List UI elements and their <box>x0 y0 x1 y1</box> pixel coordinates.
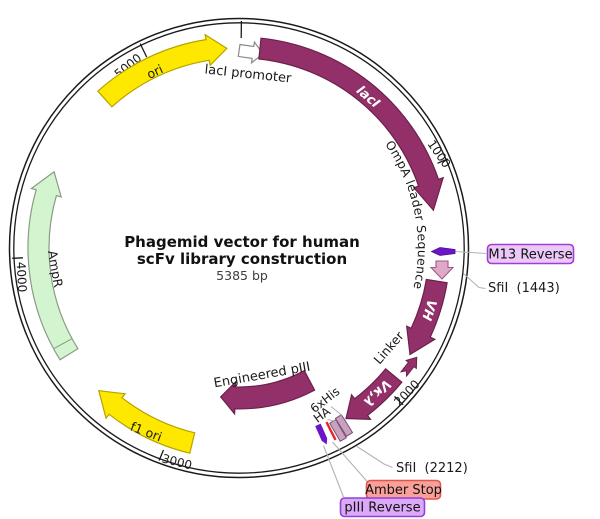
callout-box-piii-reverse[interactable] <box>339 497 426 518</box>
feature-arrow-ampr[interactable] <box>27 170 79 361</box>
feature-label-linker: Linker <box>371 328 408 367</box>
callout-leader-lines <box>322 250 487 498</box>
feature-label-ampr: AmpR <box>45 249 66 289</box>
tick-3000 <box>158 449 165 461</box>
callout-label-piii-reverse[interactable]: pIII Reverse <box>344 501 420 516</box>
backbone-outer-circle <box>8 17 470 479</box>
leader-sfi1443 <box>463 273 486 290</box>
map-title-line1: Phagemid vector for human <box>124 233 360 251</box>
feature-arrow-laci-promoter[interactable] <box>237 40 265 65</box>
feature-arrow-vkl[interactable] <box>345 368 403 421</box>
leader-ha <box>327 418 337 423</box>
leader-piii-reverse <box>322 445 345 498</box>
tick-2000 <box>394 396 404 406</box>
feature-arrow-linker[interactable] <box>399 353 422 378</box>
feature-arrow-ompa-leader[interactable] <box>429 260 455 280</box>
tick-5000 <box>139 43 148 58</box>
tick-marks <box>12 20 449 461</box>
tick-label-4000: 4000 <box>14 261 30 292</box>
leader-amber-stop <box>332 441 369 484</box>
tick-1000 <box>437 158 449 164</box>
feature-line-amber-stop[interactable] <box>325 421 337 441</box>
leader-6xhis <box>330 406 343 416</box>
tick-4000 <box>12 257 24 259</box>
feature-arrow-ori[interactable] <box>96 33 228 108</box>
m13-reverse-primer-arrow-icon[interactable] <box>430 247 456 256</box>
site-label-sfi1443[interactable]: SfiI (1443) <box>488 281 560 296</box>
feature-arrow-engineered-piii[interactable] <box>219 369 316 416</box>
feature-arrow-laci[interactable] <box>258 37 445 212</box>
feature-box-6xhis[interactable] <box>334 414 354 437</box>
callout-box-m13-reverse[interactable] <box>486 243 575 265</box>
piii-reverse-primer-arrow-icon[interactable] <box>315 423 329 446</box>
leader-sfi2212 <box>356 446 393 469</box>
callout-label-m13-reverse[interactable]: M13 Reverse <box>488 248 572 263</box>
feature-arrow-vh[interactable] <box>405 278 448 356</box>
feature-label-laci-promoter: lacI promoter <box>204 62 293 86</box>
site-label-sfi2212[interactable]: SfiI (2212) <box>396 461 468 476</box>
backbone-inner-circle <box>13 22 465 474</box>
map-size-label: 5385 bp <box>216 268 268 283</box>
feature-box-ha[interactable] <box>329 418 347 443</box>
feature-label-vh: VH <box>418 298 439 323</box>
callout-label-amber-stop[interactable]: Amber Stop <box>365 483 442 498</box>
ampr-signal-divider <box>53 338 73 350</box>
feature-arrow-f1-ori[interactable] <box>97 390 196 454</box>
feature-label-ori: ori <box>144 61 165 81</box>
map-title-line2: scFv library construction <box>137 250 347 268</box>
leader-m13-reverse <box>455 250 487 255</box>
